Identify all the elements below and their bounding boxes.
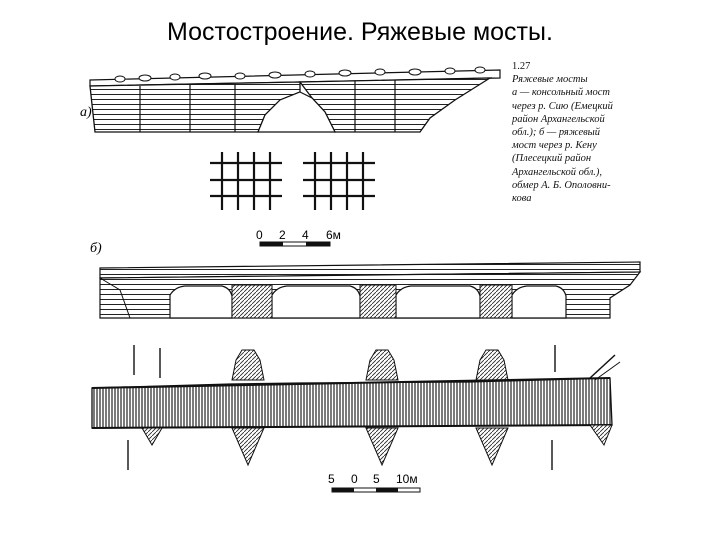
caption-line: (Плесецкий район (512, 153, 592, 165)
plan-grid-right (303, 152, 375, 210)
scale-top-tick: 6м (326, 228, 341, 242)
scale-bottom-tick: 0 (351, 472, 358, 486)
crib-bridge-plan (91, 345, 621, 470)
figure-caption: 1.27 Ряжевые мосты а — консольный мост ч… (512, 60, 642, 205)
scale-top-tick: 4 (302, 228, 309, 242)
caption-line: район Архангельской (512, 113, 605, 125)
label-a: а) (80, 105, 92, 120)
scale-bottom-tick: 5 (328, 472, 335, 486)
caption-line: Архангельской обл.), (512, 166, 603, 178)
scale-bar-top: 0 2 4 6м (256, 228, 341, 247)
figure-number: 1.27 (512, 61, 531, 72)
scale-bottom-tick: 5 (373, 472, 380, 486)
caption-line: мост через р. Кену (512, 140, 597, 152)
crib-bridge-elevation (99, 261, 642, 319)
caption-line: через р. Сию (Емецкий (512, 100, 613, 112)
caption-line: кова (512, 193, 532, 205)
cantilever-bridge (89, 66, 501, 133)
scale-bar-bottom: 5 0 5 10м (328, 472, 421, 493)
caption-line: а — консольный мост (512, 87, 610, 99)
caption-line: обмер А. Б. Ополовни- (512, 179, 611, 191)
caption-line: обл.); б — ряжевый (512, 127, 601, 139)
scale-bottom-tick: 10м (396, 472, 418, 486)
scale-top-tick: 2 (279, 228, 286, 242)
plan-grid-left (210, 152, 282, 210)
label-b: б) (90, 241, 102, 256)
caption-line: Ряжевые мосты (512, 74, 588, 86)
scale-top-tick: 0 (256, 228, 263, 242)
slide-title: Мостостроение. Ряжевые мосты. (167, 18, 553, 46)
